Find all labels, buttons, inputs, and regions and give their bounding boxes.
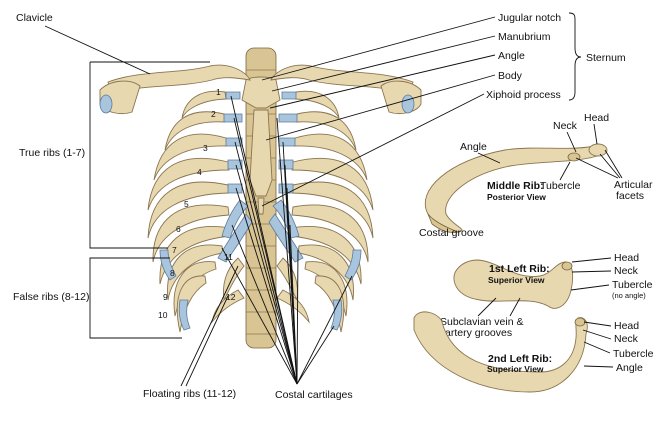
label-true-ribs: True ribs (1-7) bbox=[19, 147, 85, 159]
first-rib-subtitle: Superior View bbox=[488, 275, 545, 285]
label-body: Body bbox=[498, 70, 523, 82]
rib-number-11: 11 bbox=[224, 252, 233, 262]
middle-rib-angle: Angle bbox=[460, 141, 487, 153]
middle-rib-title: Middle Rib: bbox=[487, 180, 544, 192]
ribs-left bbox=[147, 90, 245, 333]
sternum-labels: Jugular notch Manubrium Angle Body Xipho… bbox=[261, 12, 626, 207]
rib-number-3: 3 bbox=[203, 143, 208, 153]
rib-number-4: 4 bbox=[197, 167, 202, 177]
second-rib-head: Head bbox=[614, 320, 639, 332]
false-ribs-bracket bbox=[89, 257, 182, 339]
rib-number-9: 9 bbox=[163, 292, 168, 302]
label-clavicle: Clavicle bbox=[16, 12, 53, 24]
middle-rib-tubercle: Tubercle bbox=[540, 180, 581, 192]
ribs-right bbox=[276, 90, 374, 333]
rib-number-labels: 1 2 3 4 5 6 7 8 9 10 11 12 bbox=[158, 87, 236, 320]
middle-rib-head: Head bbox=[584, 112, 609, 124]
middle-rib-neck: Neck bbox=[553, 120, 578, 132]
label-false-ribs: False ribs (8-12) bbox=[13, 291, 89, 303]
sternum-shape bbox=[241, 76, 281, 215]
second-rib-tubercle: Tubercle bbox=[613, 348, 654, 360]
middle-rib-subtitle: Posterior View bbox=[487, 192, 546, 202]
first-rib-grooves-1: Subclavian vein & bbox=[440, 316, 523, 328]
costal-cartilage-leaders bbox=[221, 95, 353, 385]
clavicle-right bbox=[270, 64, 414, 95]
rib-number-6: 6 bbox=[176, 224, 181, 234]
first-left-rib-group: 1st Left Rib: Superior View Head Neck Tu… bbox=[440, 252, 653, 339]
rib-number-5: 5 bbox=[184, 199, 189, 209]
label-manubrium: Manubrium bbox=[498, 31, 551, 43]
first-rib-neck: Neck bbox=[614, 265, 639, 277]
first-rib-tubercle: Tubercle bbox=[612, 279, 653, 291]
first-rib-grooves-2: artery grooves bbox=[445, 327, 512, 339]
first-rib-no-angle: (no angle) bbox=[612, 291, 646, 300]
second-rib-subtitle: Superior View bbox=[487, 364, 544, 374]
rib-number-7: 7 bbox=[172, 245, 177, 255]
rib-number-10: 10 bbox=[158, 310, 168, 320]
label-angle: Angle bbox=[498, 50, 525, 62]
first-rib-title: 1st Left Rib: bbox=[489, 263, 550, 275]
label-floating-ribs: Floating ribs (11-12) bbox=[143, 388, 236, 400]
rib-number-8: 8 bbox=[170, 268, 175, 278]
label-jugular-notch: Jugular notch bbox=[498, 12, 561, 24]
clavicle-left bbox=[107, 64, 251, 95]
second-rib-title: 2nd Left Rib: bbox=[488, 353, 552, 365]
rib-number-12: 12 bbox=[226, 292, 236, 302]
rib-number-1: 1 bbox=[216, 87, 221, 97]
thoracic-cage-illustration bbox=[99, 47, 422, 349]
label-costal-cartilages: Costal cartilages bbox=[275, 389, 353, 401]
middle-rib-costal-groove: Costal groove bbox=[419, 227, 484, 239]
second-rib-angle: Angle bbox=[616, 362, 643, 374]
rib-number-2: 2 bbox=[211, 109, 216, 119]
label-sternum: Sternum bbox=[586, 52, 626, 64]
label-xiphoid-process: Xiphoid process bbox=[486, 89, 561, 101]
middle-rib-group: Middle Rib: Posterior View Angle Neck He… bbox=[419, 112, 653, 239]
second-rib-neck: Neck bbox=[614, 333, 639, 345]
second-left-rib-group: 2nd Left Rib: Superior View Head Neck Tu… bbox=[413, 311, 654, 393]
middle-rib-facets: facets bbox=[616, 190, 644, 202]
middle-rib-articular: Articular bbox=[614, 179, 653, 191]
first-rib-head: Head bbox=[614, 252, 639, 264]
true-ribs-bracket bbox=[89, 61, 210, 249]
